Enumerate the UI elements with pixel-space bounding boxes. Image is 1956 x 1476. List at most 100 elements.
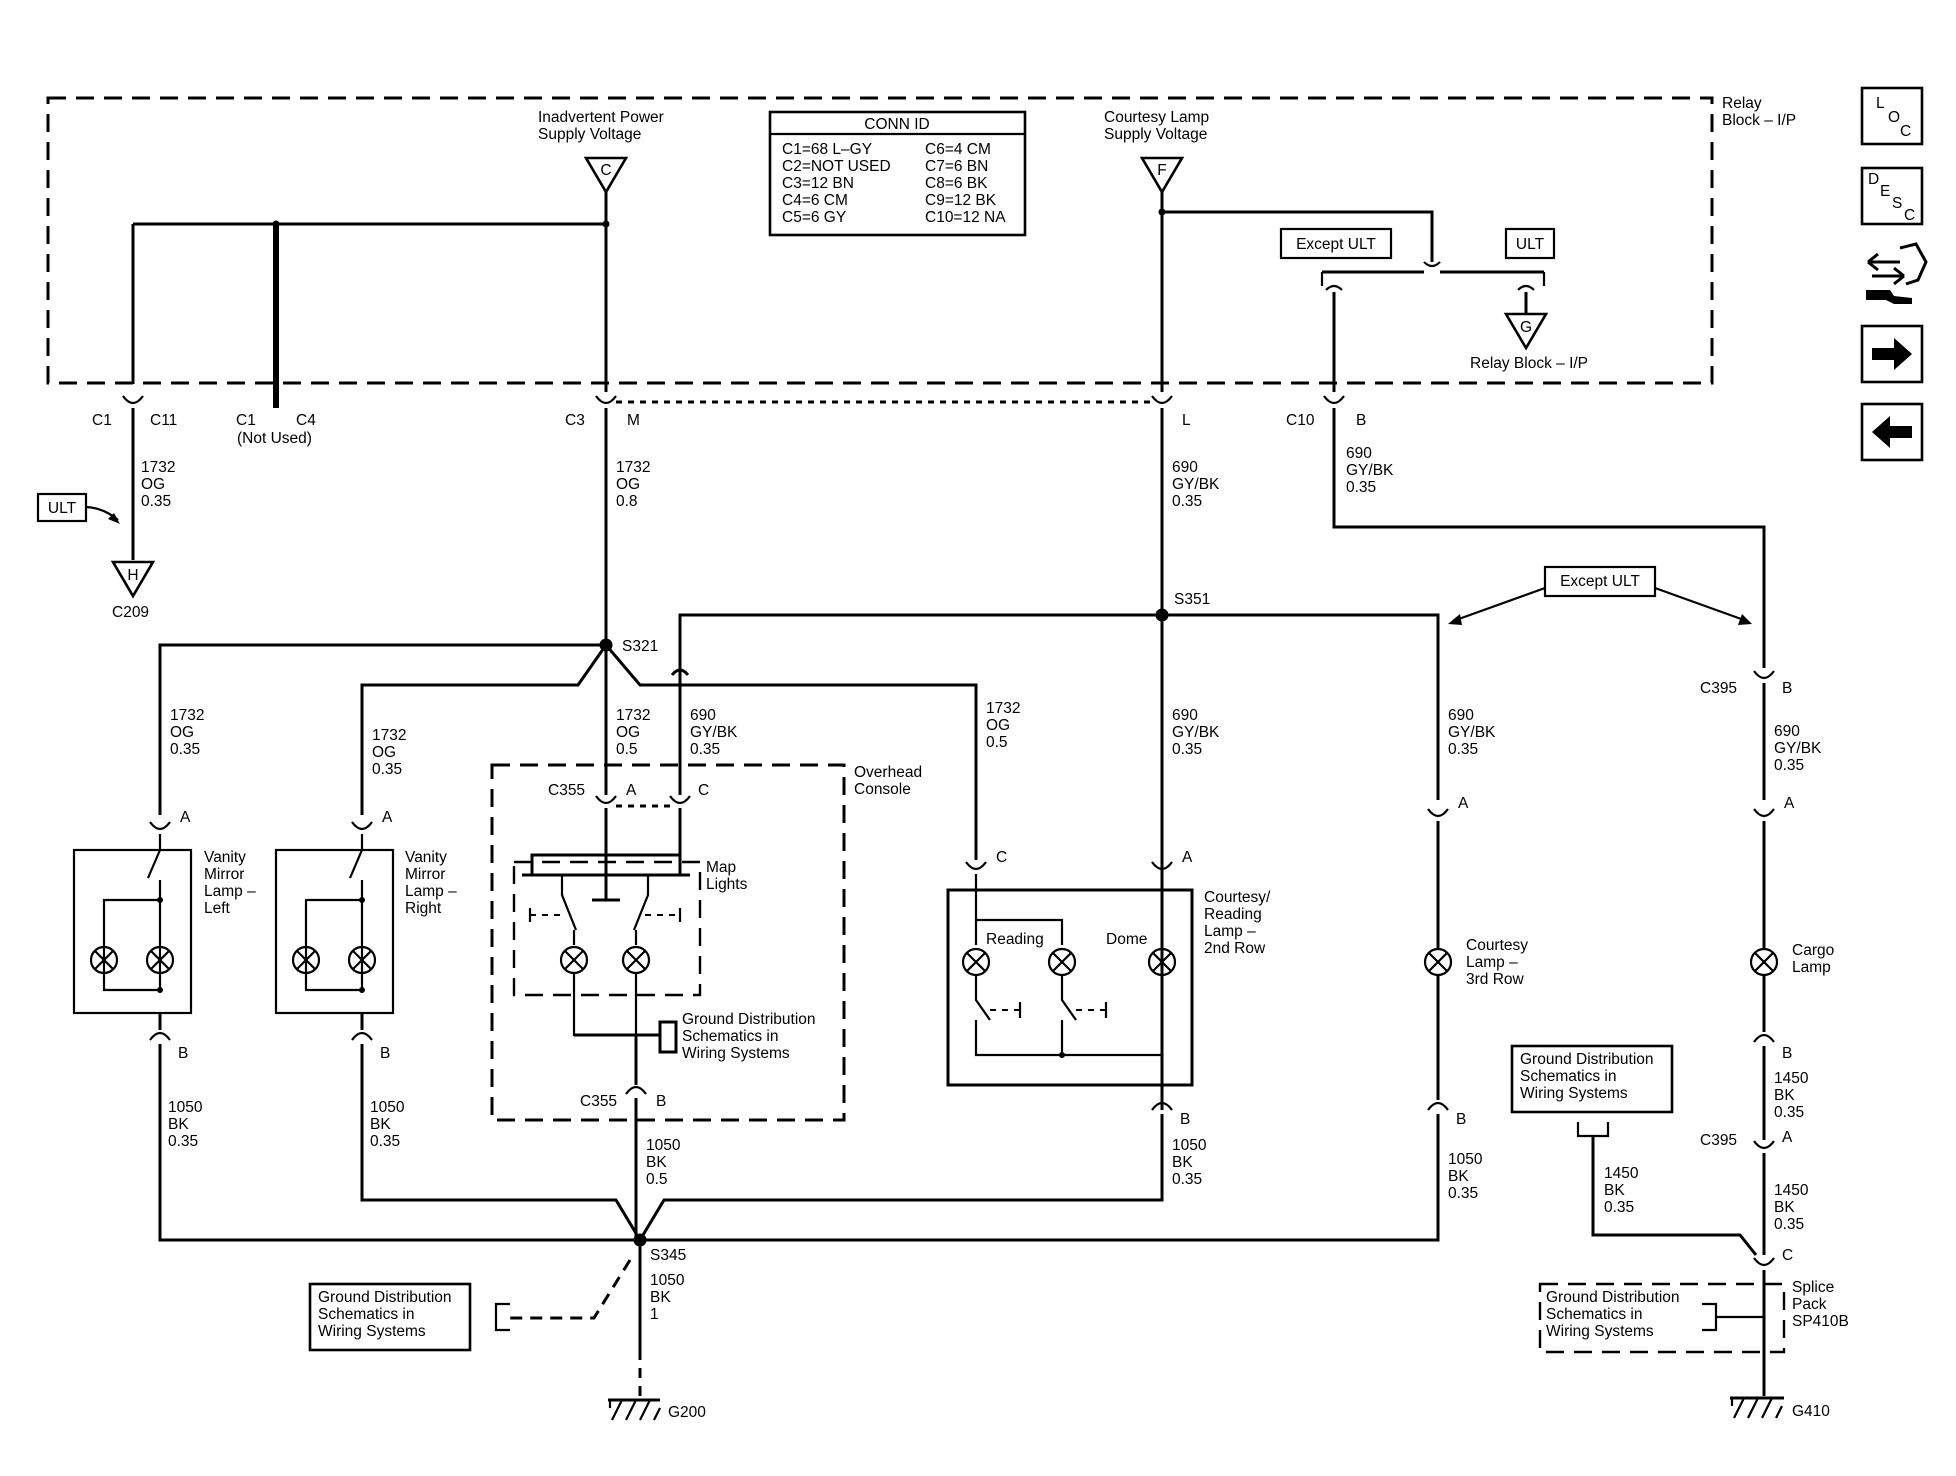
svg-text:G200: G200 <box>668 1404 706 1421</box>
courtesy-lamp-3rd-row <box>1423 947 1453 977</box>
svg-text:0.5: 0.5 <box>986 734 1008 751</box>
svg-text:A: A <box>1458 795 1469 812</box>
svg-text:A: A <box>626 782 637 799</box>
conn-l: L <box>1182 412 1191 429</box>
relay-block-border <box>46 96 1714 385</box>
svg-text:S351: S351 <box>1174 591 1210 608</box>
svg-text:Wiring Systems: Wiring Systems <box>1520 1085 1628 1102</box>
svg-text:0.35: 0.35 <box>690 741 720 758</box>
connector-wrench-icon[interactable] <box>1866 242 1928 304</box>
conn-c3: C3 <box>565 412 585 429</box>
svg-text:Relay Block – I/P: Relay Block – I/P <box>1470 355 1588 372</box>
svg-text:1732: 1732 <box>372 727 406 744</box>
svg-text:C: C <box>600 162 611 179</box>
relay-block-g-terminal <box>1503 312 1549 351</box>
svg-text:0.35: 0.35 <box>1774 1216 1804 1233</box>
svg-text:C: C <box>1904 207 1915 224</box>
svg-text:OG: OG <box>616 724 640 741</box>
desc-button[interactable]: D E S C <box>1860 166 1924 226</box>
svg-text:Lights: Lights <box>706 876 748 893</box>
svg-text:C8=6 BK: C8=6 BK <box>925 175 988 192</box>
svg-text:Wiring Systems: Wiring Systems <box>1546 1323 1654 1340</box>
svg-text:Lamp: Lamp <box>1792 959 1831 976</box>
svg-text:690: 690 <box>1346 445 1372 462</box>
svg-text:Lamp –: Lamp – <box>1204 923 1256 940</box>
svg-text:Schematics in: Schematics in <box>1520 1068 1616 1085</box>
svg-text:SP410B: SP410B <box>1792 1313 1849 1330</box>
svg-text:OG: OG <box>170 724 194 741</box>
conn-id-table: CONN ID C1=68 L–GY C2=NOT USED C3=12 BN … <box>768 110 1027 237</box>
svg-text:3rd Row: 3rd Row <box>1466 971 1525 988</box>
svg-text:BK: BK <box>650 1289 671 1306</box>
svg-text:A: A <box>1782 1129 1793 1146</box>
svg-text:C6=4 CM: C6=4 CM <box>925 141 991 158</box>
svg-text:C7=6 BN: C7=6 BN <box>925 158 988 175</box>
svg-text:Pack: Pack <box>1792 1296 1827 1313</box>
svg-text:690: 690 <box>1172 707 1198 724</box>
ult-badge: ULT <box>1516 236 1545 253</box>
svg-text:1732: 1732 <box>141 459 175 476</box>
conn-b: B <box>1356 412 1366 429</box>
svg-text:Ground Distribution: Ground Distribution <box>1546 1289 1680 1306</box>
conn-c4: C4 <box>296 412 316 429</box>
svg-text:Lamp –: Lamp – <box>1466 954 1518 971</box>
svg-text:Splice: Splice <box>1792 1279 1834 1296</box>
svg-text:GY/BK: GY/BK <box>1172 476 1220 493</box>
svg-text:690: 690 <box>1774 723 1800 740</box>
svg-text:2nd Row: 2nd Row <box>1204 940 1266 957</box>
svg-text:C209: C209 <box>112 604 149 621</box>
svg-text:BK: BK <box>1774 1199 1795 1216</box>
svg-text:A: A <box>180 809 191 826</box>
svg-text:1050: 1050 <box>370 1099 405 1116</box>
svg-text:C395: C395 <box>1700 680 1737 697</box>
except-ult-badge: Except ULT <box>1560 573 1640 590</box>
svg-text:G: G <box>1520 319 1532 336</box>
svg-text:1732: 1732 <box>170 707 204 724</box>
svg-text:B: B <box>178 1045 188 1062</box>
svg-text:Courtesy: Courtesy <box>1466 937 1528 954</box>
ground-g410 <box>1730 1396 1784 1419</box>
svg-text:BK: BK <box>646 1154 667 1171</box>
arrow-left-icon[interactable] <box>1860 402 1924 462</box>
svg-text:Schematics in: Schematics in <box>682 1028 778 1045</box>
svg-text:Reading: Reading <box>986 931 1044 948</box>
svg-text:0.5: 0.5 <box>646 1171 668 1188</box>
svg-text:Inadvertent Power: Inadvertent Power <box>538 109 664 126</box>
courtesy-reading-lamp-2nd-row <box>946 874 1194 1087</box>
svg-text:C9=12 BK: C9=12 BK <box>925 192 997 209</box>
svg-text:0.35: 0.35 <box>370 1133 400 1150</box>
svg-text:Vanity: Vanity <box>405 849 447 866</box>
ult-badge: ULT <box>48 500 77 517</box>
svg-text:Vanity: Vanity <box>204 849 246 866</box>
svg-text:GY/BK: GY/BK <box>1774 740 1822 757</box>
svg-text:1050: 1050 <box>168 1099 203 1116</box>
svg-text:BK: BK <box>1604 1182 1625 1199</box>
svg-text:Overhead: Overhead <box>854 764 922 781</box>
svg-text:Cargo: Cargo <box>1792 942 1834 959</box>
svg-text:1050: 1050 <box>646 1137 681 1154</box>
vanity-mirror-lamp-right <box>274 834 395 1015</box>
ground-g200 <box>608 1398 661 1421</box>
svg-text:Lamp –: Lamp – <box>405 883 457 900</box>
svg-text:Ground Distribution: Ground Distribution <box>682 1011 816 1028</box>
conn-c1: C1 <box>236 412 256 429</box>
svg-text:0.35: 0.35 <box>1172 1171 1202 1188</box>
svg-text:Wiring Systems: Wiring Systems <box>682 1045 790 1062</box>
svg-text:OG: OG <box>986 717 1010 734</box>
svg-text:0.35: 0.35 <box>1448 1185 1478 1202</box>
svg-text:GY/BK: GY/BK <box>1172 724 1220 741</box>
svg-text:A: A <box>1182 849 1193 866</box>
loc-button[interactable]: L O C <box>1860 86 1924 146</box>
svg-text:0.35: 0.35 <box>372 761 402 778</box>
svg-text:0.35: 0.35 <box>1774 1104 1804 1121</box>
arrow-right-icon[interactable] <box>1860 324 1924 384</box>
svg-text:0.35: 0.35 <box>1172 493 1202 510</box>
svg-text:S345: S345 <box>650 1247 686 1264</box>
svg-text:Map: Map <box>706 859 736 876</box>
svg-text:A: A <box>382 809 393 826</box>
svg-text:B: B <box>1180 1111 1190 1128</box>
svg-text:Schematics in: Schematics in <box>1546 1306 1642 1323</box>
svg-text:BK: BK <box>1172 1154 1193 1171</box>
svg-text:0.8: 0.8 <box>616 493 638 510</box>
vanity-mirror-lamp-left <box>72 834 193 1015</box>
